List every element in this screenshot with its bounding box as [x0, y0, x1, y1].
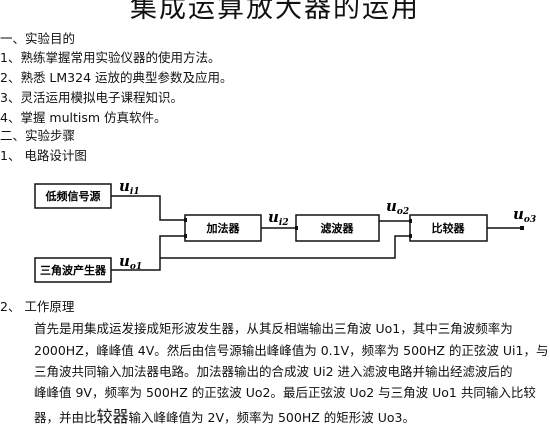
signal-label-uo1: uo1	[119, 252, 142, 272]
circuit-block-diagram: 低频信号源 三角波产生器 加法器 滤波器 比较器 ui1 uo1 ui2 uo2…	[34, 177, 536, 283]
adder-input-bottom-tip	[184, 234, 187, 238]
wire-uo1-to-adder	[111, 235, 185, 271]
signal-label-ui1: ui1	[119, 177, 140, 197]
section-heading-objectives: 一、实验目的	[0, 31, 76, 46]
signal-label-uo3: uo3	[513, 205, 536, 225]
principle-line-2: 2000HZ，峰峰值 4V。然后由信号源输出峰峰值为 0.1V，频率为 500H…	[34, 343, 549, 358]
principle-line-5: 器，并由比较器输入峰峰值为 2V，频率为 500HZ 的矩形波 Uo3。	[34, 403, 534, 427]
signal-label-ui2: ui2	[268, 208, 289, 228]
box-triangle-generator	[34, 257, 112, 283]
principle-line-1: 首先是用集成运发接成矩形波发生器，从其反相端输出三角波 Uo1，其中三角波频率为	[34, 321, 513, 336]
principle-line-3: 三角波共同输入加法器电路。加法器输出的合成波 Ui2 进入滤波电路并输出经滤波后…	[34, 364, 513, 379]
principle-line-5-part-c: 输入峰峰值为 2V，频率为 500HZ 的矩形波 Uo3。	[128, 410, 416, 425]
step-2-heading: 2、 工作原理	[0, 299, 75, 314]
objective-item-4: 4、掌握 multism 仿真软件。	[0, 110, 167, 125]
output-terminal	[520, 226, 524, 230]
wire-uo1-to-comparator	[160, 235, 410, 259]
adder-input-top-tip	[184, 218, 187, 222]
step-1-heading: 1、 电路设计图	[0, 148, 87, 163]
signal-label-uo2: uo2	[386, 197, 409, 217]
comparator-input-bottom-tip	[409, 234, 412, 238]
box-comparator	[409, 214, 488, 242]
label-triangle-generator: 三角波产生器	[40, 263, 107, 277]
label-low-freq-source: 低频信号源	[45, 189, 101, 203]
label-comparator: 比较器	[432, 221, 466, 235]
filter-input-tip	[295, 226, 298, 230]
principle-line-4: 峰峰值 9V，频率为 500HZ 的正弦波 Uo2。最后正弦波 Uo2 与三角波…	[34, 385, 536, 400]
comparator-input-top-tip	[409, 219, 412, 223]
objective-item-2: 2、熟悉 LM324 运放的典型参数及应用。	[0, 70, 233, 85]
label-adder: 加法器	[206, 221, 241, 235]
objective-item-3: 3、灵活运用模拟电子课程知识。	[0, 90, 183, 105]
box-adder	[184, 214, 262, 242]
principle-line-5-part-a: 器，并由比	[34, 410, 97, 425]
wire-ui1	[111, 195, 185, 221]
principle-line-5-part-b: 较器	[96, 407, 129, 426]
label-filter: 滤波器	[321, 221, 355, 235]
page-title: 集成运算放大器的运用	[130, 0, 420, 24]
objective-item-1: 1、熟练掌握常用实验仪器的使用方法。	[0, 50, 221, 65]
section-heading-steps: 二、实验步骤	[0, 128, 76, 143]
box-filter	[295, 214, 380, 242]
